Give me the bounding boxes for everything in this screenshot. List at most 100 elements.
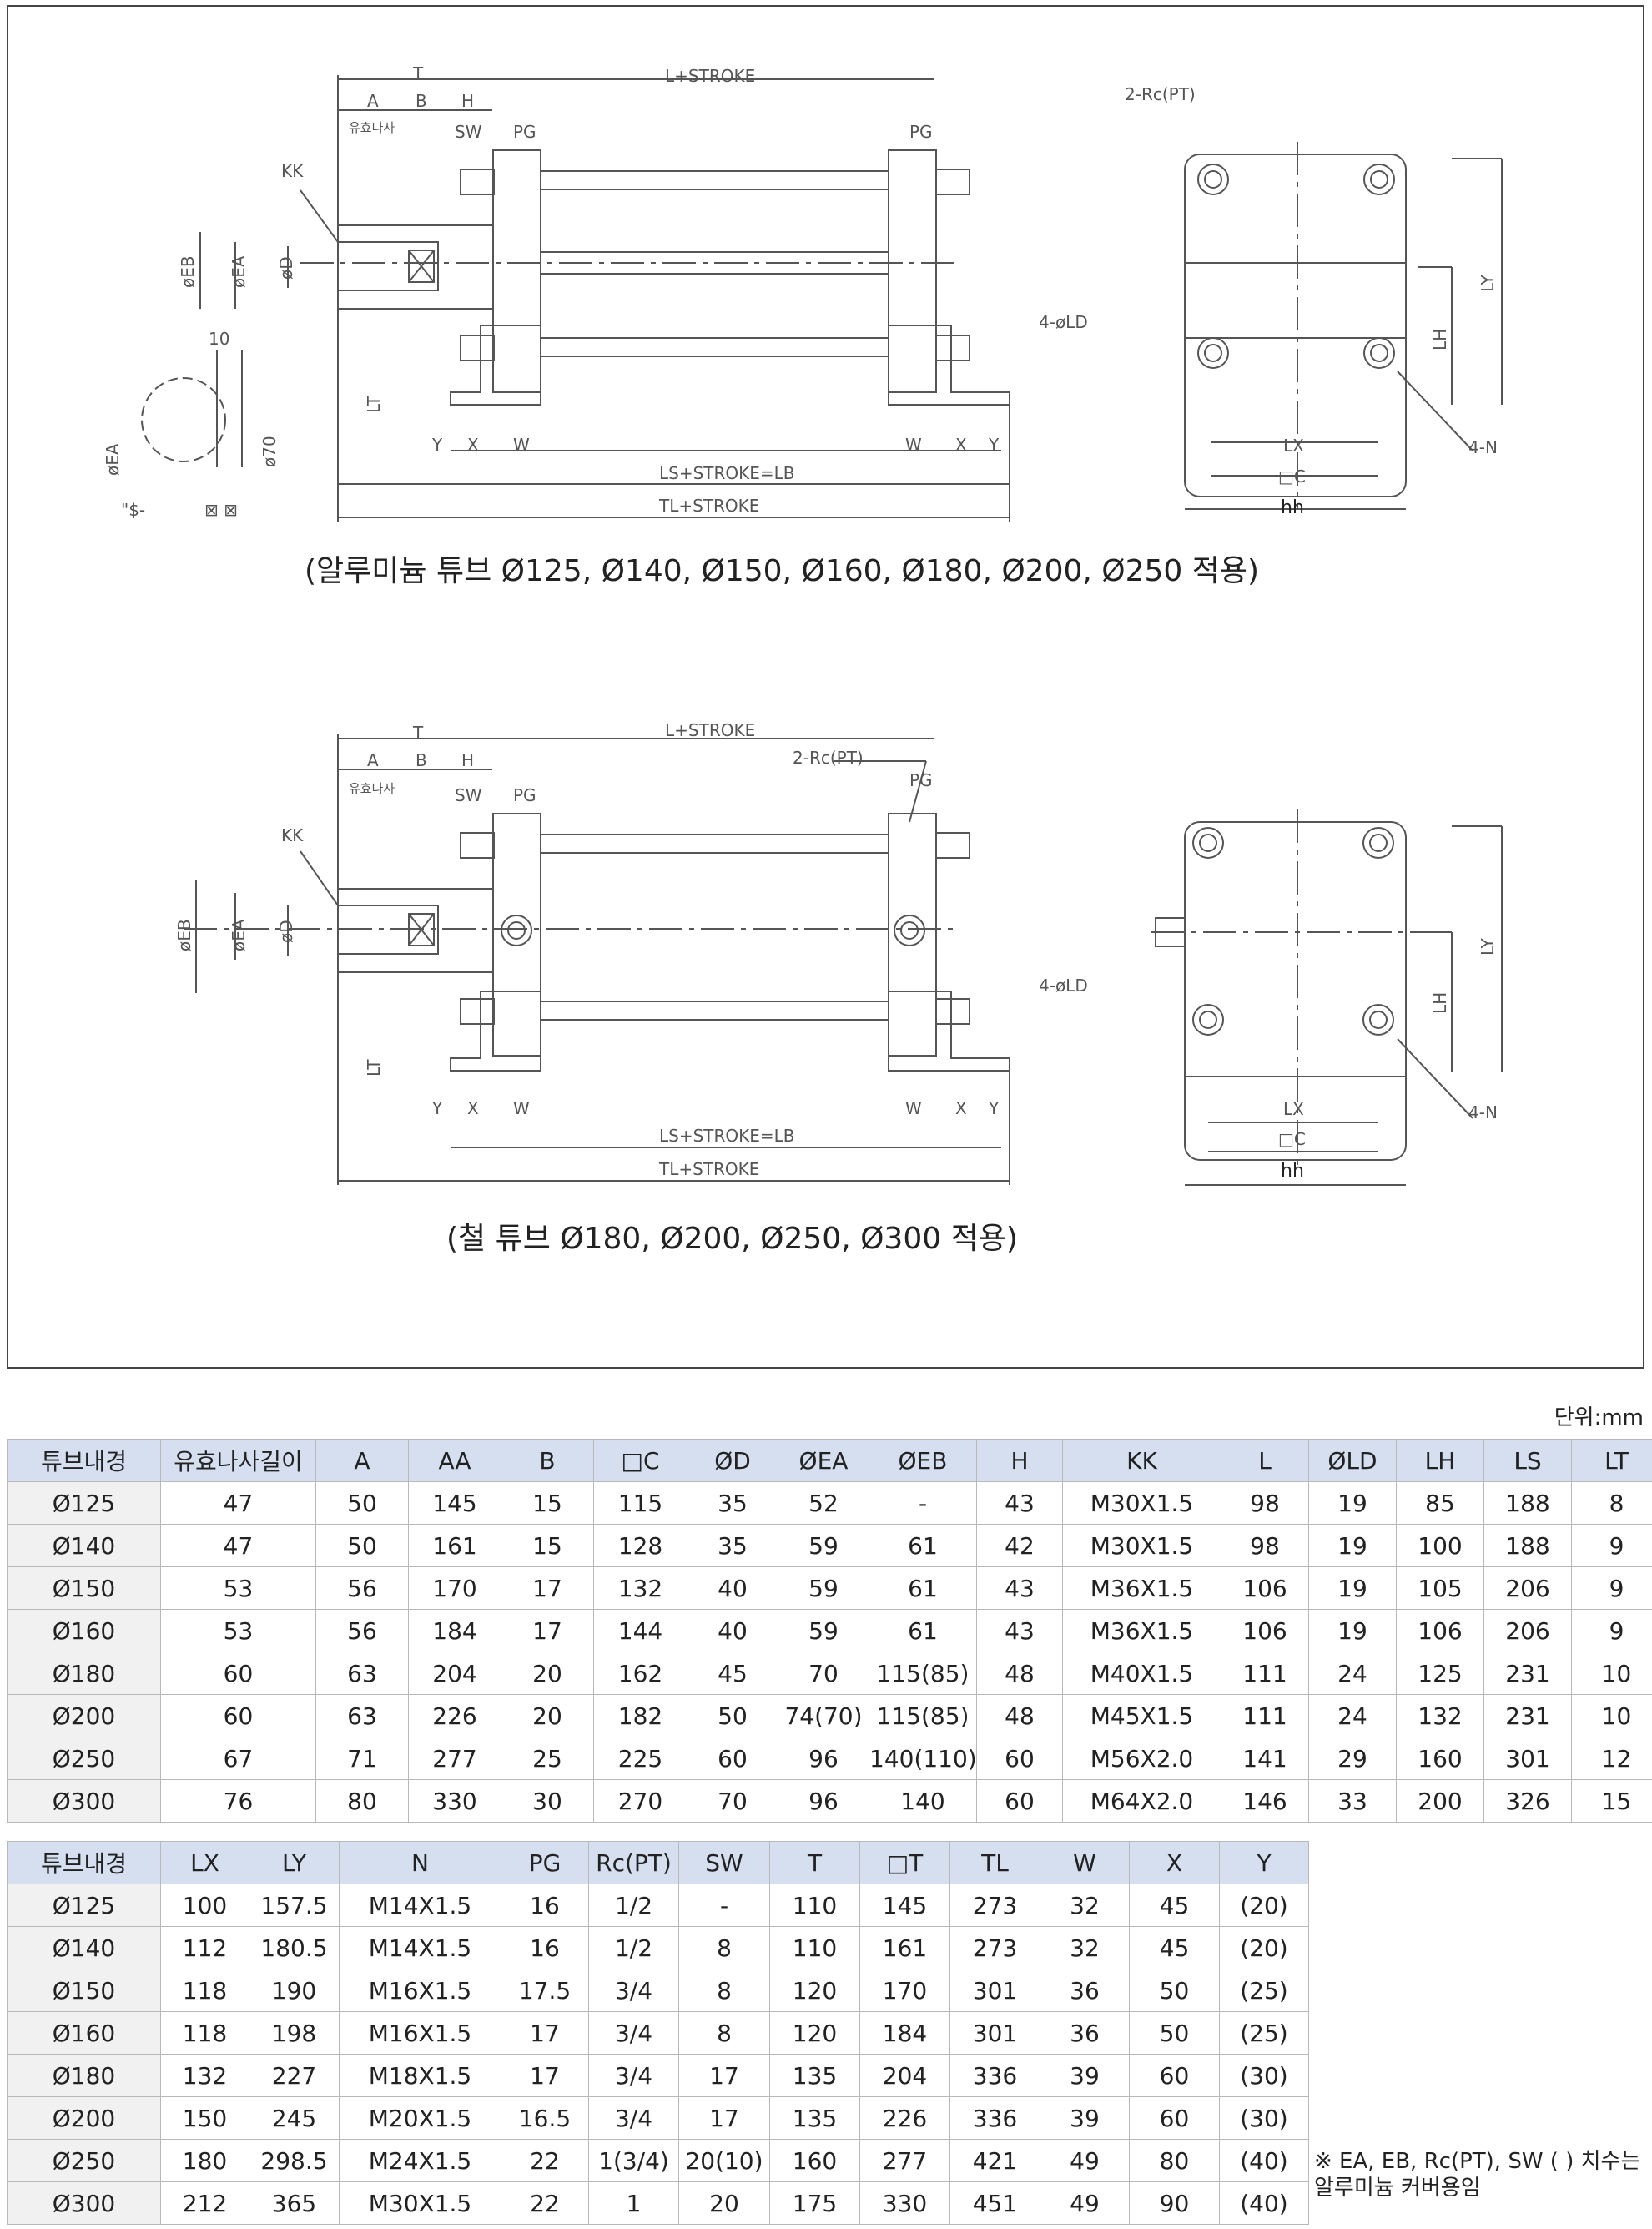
d1-label-W-left: W xyxy=(513,435,530,455)
table-cell: 63 xyxy=(315,1652,409,1695)
table-cell: 61 xyxy=(869,1566,977,1610)
table-cell: 198 xyxy=(249,2011,340,2055)
table-cell: 25 xyxy=(501,1737,594,1780)
rod-thread xyxy=(337,241,439,291)
column-header: KK xyxy=(1062,1439,1221,1482)
d1-label-X-right: X xyxy=(955,435,967,455)
end-view-body xyxy=(1184,154,1407,497)
table-cell: 115 xyxy=(593,1481,687,1525)
table-cell: 8 xyxy=(678,1926,770,1969)
table-cell: 20 xyxy=(501,1652,594,1695)
table-cell: 132 xyxy=(160,2054,249,2097)
table-cell: 100 xyxy=(160,1884,249,1927)
table-cell: 112 xyxy=(160,1926,249,1969)
d1-label-N: 4-N xyxy=(1468,437,1498,457)
d2-label-X-left: X xyxy=(467,1098,479,1118)
table-cell: 451 xyxy=(949,2181,1040,2225)
table-cell: 330 xyxy=(408,1779,501,1823)
table-cell: M20X1.5 xyxy=(339,2096,501,2140)
table-cell: 9 xyxy=(1571,1566,1652,1610)
table-cell: 144 xyxy=(593,1609,687,1652)
d2-label-eff-thread: 유효나사 xyxy=(349,781,395,796)
table-cell: 204 xyxy=(859,2054,950,2097)
table-cell: 17 xyxy=(501,1566,594,1610)
table-cell: 43 xyxy=(976,1481,1063,1525)
row-label: Ø200 xyxy=(7,2096,161,2140)
d1-label-10: 10 xyxy=(209,329,229,349)
table-cell: 146 xyxy=(1221,1779,1309,1823)
table-cell: 42 xyxy=(976,1524,1063,1567)
column-header: □T xyxy=(859,1841,950,1884)
table-cell: 118 xyxy=(160,2011,249,2055)
table-cell: 50 xyxy=(1129,1969,1220,2012)
table-cell: 74(70) xyxy=(778,1694,869,1737)
d1-label-W-right: W xyxy=(905,435,922,455)
table-cell: 30 xyxy=(501,1779,594,1823)
d2-label-rc: 2-Rc(PT) xyxy=(793,748,864,768)
table-cell: 33 xyxy=(1308,1779,1397,1823)
d2-label-W-right: W xyxy=(905,1098,922,1118)
table-cell: 49 xyxy=(1040,2181,1130,2225)
table-cell: 277 xyxy=(408,1737,501,1780)
d2-label-LX: LX xyxy=(1283,1099,1304,1119)
d2-label-H: H xyxy=(461,750,474,770)
d2-label-EB: øEB xyxy=(174,919,194,951)
table-cell: 47 xyxy=(160,1481,316,1525)
d2-label-hh: hh xyxy=(1281,1161,1304,1182)
row-label: Ø150 xyxy=(7,1969,161,2012)
table-cell: 50 xyxy=(687,1694,778,1737)
table-cell: 61 xyxy=(869,1524,977,1567)
table-cell: 8 xyxy=(1571,1481,1652,1525)
table-cell: 273 xyxy=(949,1884,1040,1927)
column-header: ØEA xyxy=(778,1439,869,1482)
d1-label-garble: "$- xyxy=(121,500,145,520)
row-label: Ø200 xyxy=(7,1694,161,1737)
row-label: Ø180 xyxy=(7,2054,161,2097)
d1-label-EB: øEB xyxy=(178,255,198,288)
table-cell: 90 xyxy=(1129,2181,1220,2225)
d1-label-KK: KK xyxy=(281,161,304,181)
row-label: Ø250 xyxy=(7,1737,161,1780)
table-cell: 120 xyxy=(769,2011,860,2055)
drawing-1 xyxy=(141,75,1503,522)
table-cell: 20 xyxy=(501,1694,594,1737)
column-header: X xyxy=(1129,1841,1220,1884)
column-header: □C xyxy=(593,1439,687,1482)
table-cell: 17 xyxy=(501,2011,589,2055)
table-cell: 59 xyxy=(778,1609,869,1652)
table-cell: 60 xyxy=(1129,2096,1220,2140)
d1-label-T: T xyxy=(412,63,424,83)
column-header: 유효나사길이 xyxy=(160,1439,316,1482)
table-cell: 227 xyxy=(249,2054,340,2097)
column-header: LS xyxy=(1483,1439,1572,1482)
table-cell: 61 xyxy=(869,1609,977,1652)
table-cell: 50 xyxy=(315,1524,409,1567)
table-cell: 115(85) xyxy=(869,1652,977,1695)
table-cell: 301 xyxy=(949,1969,1040,2012)
table-cell: 60 xyxy=(1129,2054,1220,2097)
rod-nut xyxy=(408,250,435,283)
drawing-1-caption: (알루미늄 튜브 Ø125, Ø140, Ø150, Ø160, Ø180, Ø… xyxy=(305,554,1260,588)
table-cell: 16 xyxy=(501,1926,589,1969)
table-cell: 19 xyxy=(1308,1609,1397,1652)
column-header: ØD xyxy=(687,1439,778,1482)
table-cell: 53 xyxy=(160,1609,316,1652)
table-cell: 160 xyxy=(769,2139,860,2182)
table-cell: 48 xyxy=(976,1694,1063,1737)
table-cell: 45 xyxy=(687,1652,778,1695)
table-cell: 170 xyxy=(859,1969,950,2012)
table-cell: 212 xyxy=(160,2181,249,2225)
d2-label-N: 4-N xyxy=(1468,1102,1498,1122)
table-cell: 59 xyxy=(778,1524,869,1567)
table-cell: 12 xyxy=(1571,1737,1652,1780)
d2-label-Y-left: Y xyxy=(431,1098,443,1118)
table-cell: 141 xyxy=(1221,1737,1309,1780)
column-header: 튜브내경 xyxy=(7,1841,161,1884)
